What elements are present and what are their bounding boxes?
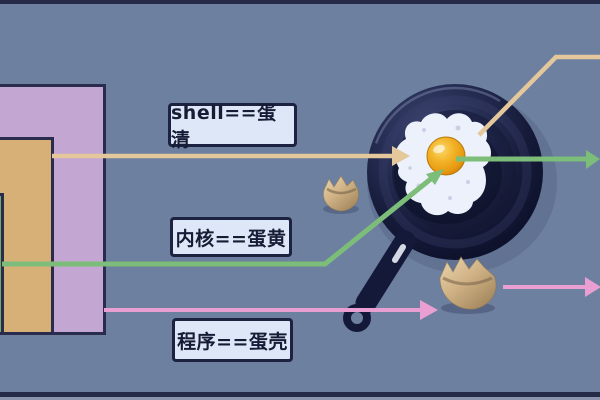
pan-handle-highlight xyxy=(392,244,406,263)
program-arrowhead xyxy=(420,300,438,320)
shell-arrow-out-line xyxy=(477,54,600,137)
eggshell-icon-large xyxy=(439,256,497,314)
pan-wall xyxy=(378,95,532,249)
egg-yolk-highlight xyxy=(433,144,445,154)
kernel-arrowhead xyxy=(426,169,444,185)
label-kernel: 内核==蛋黄 xyxy=(170,217,292,257)
label-program-text: 程序==蛋壳 xyxy=(177,330,288,353)
program-arrow xyxy=(104,277,600,320)
eggshell-icon-small xyxy=(322,175,360,214)
egg-yolk xyxy=(426,136,466,176)
pan-handle xyxy=(343,230,416,332)
label-program: 程序==蛋壳 xyxy=(172,318,293,362)
kernel-arrow-line xyxy=(2,176,434,267)
label-kernel-text: 内核==蛋黄 xyxy=(175,227,287,250)
shell-arrowhead xyxy=(392,146,410,166)
top-border xyxy=(0,0,600,4)
eggshell-large-opening xyxy=(442,276,493,286)
fried-egg-icon xyxy=(392,113,502,224)
eggshell-small-opening xyxy=(326,187,357,195)
pan-rim-highlight xyxy=(369,86,541,258)
label-shell-text: shell==蛋清 xyxy=(171,102,277,151)
bottom-edge-strip xyxy=(0,397,600,400)
label-shell: shell==蛋清 xyxy=(168,102,297,151)
bottom-border xyxy=(0,392,600,397)
kernel-arrow-out-head xyxy=(586,150,600,169)
shell-arrow xyxy=(52,54,600,166)
kernel-arrow xyxy=(2,150,600,267)
program-arrow-out-head xyxy=(585,277,600,297)
shell-layer-rect xyxy=(0,137,54,335)
